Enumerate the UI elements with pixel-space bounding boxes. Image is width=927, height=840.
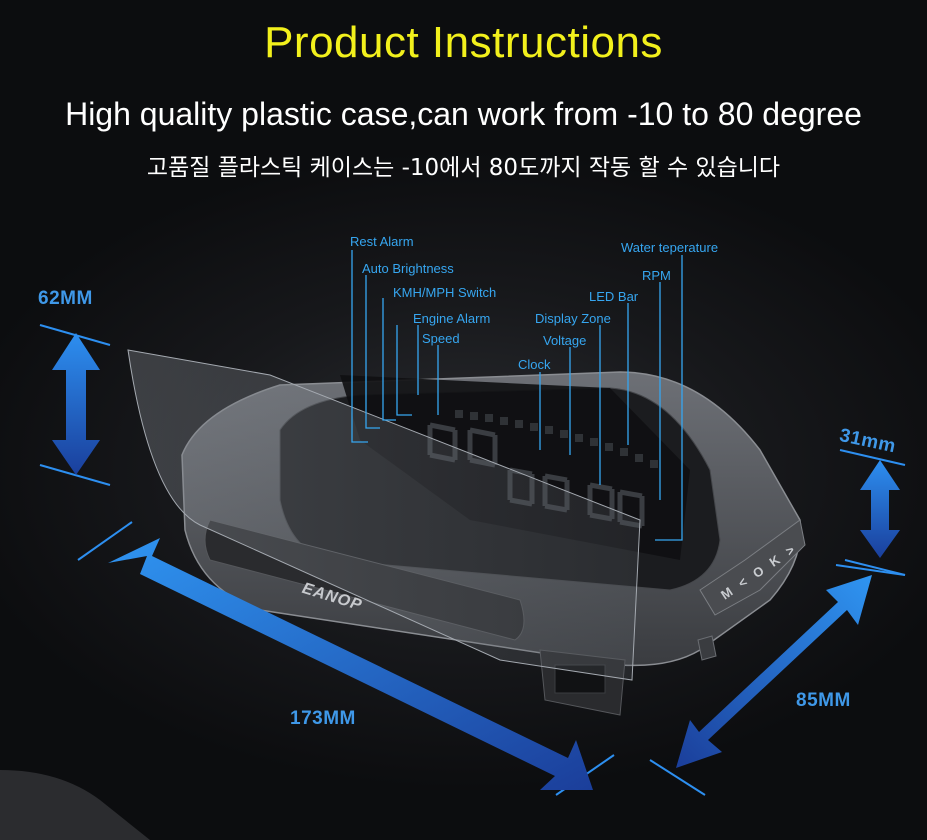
callout-rest-alarm: Rest Alarm	[350, 234, 414, 249]
depth-dimension-arrow	[839, 449, 906, 576]
dimension-height-label: 62MM	[38, 288, 93, 309]
callout-auto-brightness: Auto Brightness	[362, 261, 454, 276]
height-dimension-arrow	[39, 324, 111, 486]
callout-kmh-mph-switch: KMH/MPH Switch	[393, 285, 497, 300]
callout-rpm: RPM	[642, 268, 671, 283]
callout-leader-lines	[351, 250, 683, 541]
callout-voltage: Voltage	[543, 333, 587, 348]
callout-clock: Clock	[518, 357, 551, 372]
subtitle-korean: 고품질 플라스틱 케이스는 -10에서 80도까지 작동 할 수 있습니다	[146, 155, 781, 181]
subtitle-english: High quality plastic case,can work from …	[65, 96, 862, 132]
callout-led-bar: LED Bar	[589, 289, 639, 304]
dashboard-corner	[0, 770, 150, 840]
dimension-length-label: 173MM	[290, 708, 356, 729]
length-dimension-arrow	[77, 521, 615, 796]
dimension-width-label: 85MM	[796, 690, 851, 711]
callout-display-zone: Display Zone	[535, 311, 611, 326]
callout-engine-alarm: Engine Alarm	[413, 311, 491, 326]
reflector-glass	[127, 349, 641, 681]
callout-water-temperature: Water teperature	[621, 240, 719, 255]
callout-speed: Speed	[422, 331, 460, 346]
page-title: Product Instructions	[264, 18, 663, 67]
width-dimension-arrow	[649, 564, 906, 796]
